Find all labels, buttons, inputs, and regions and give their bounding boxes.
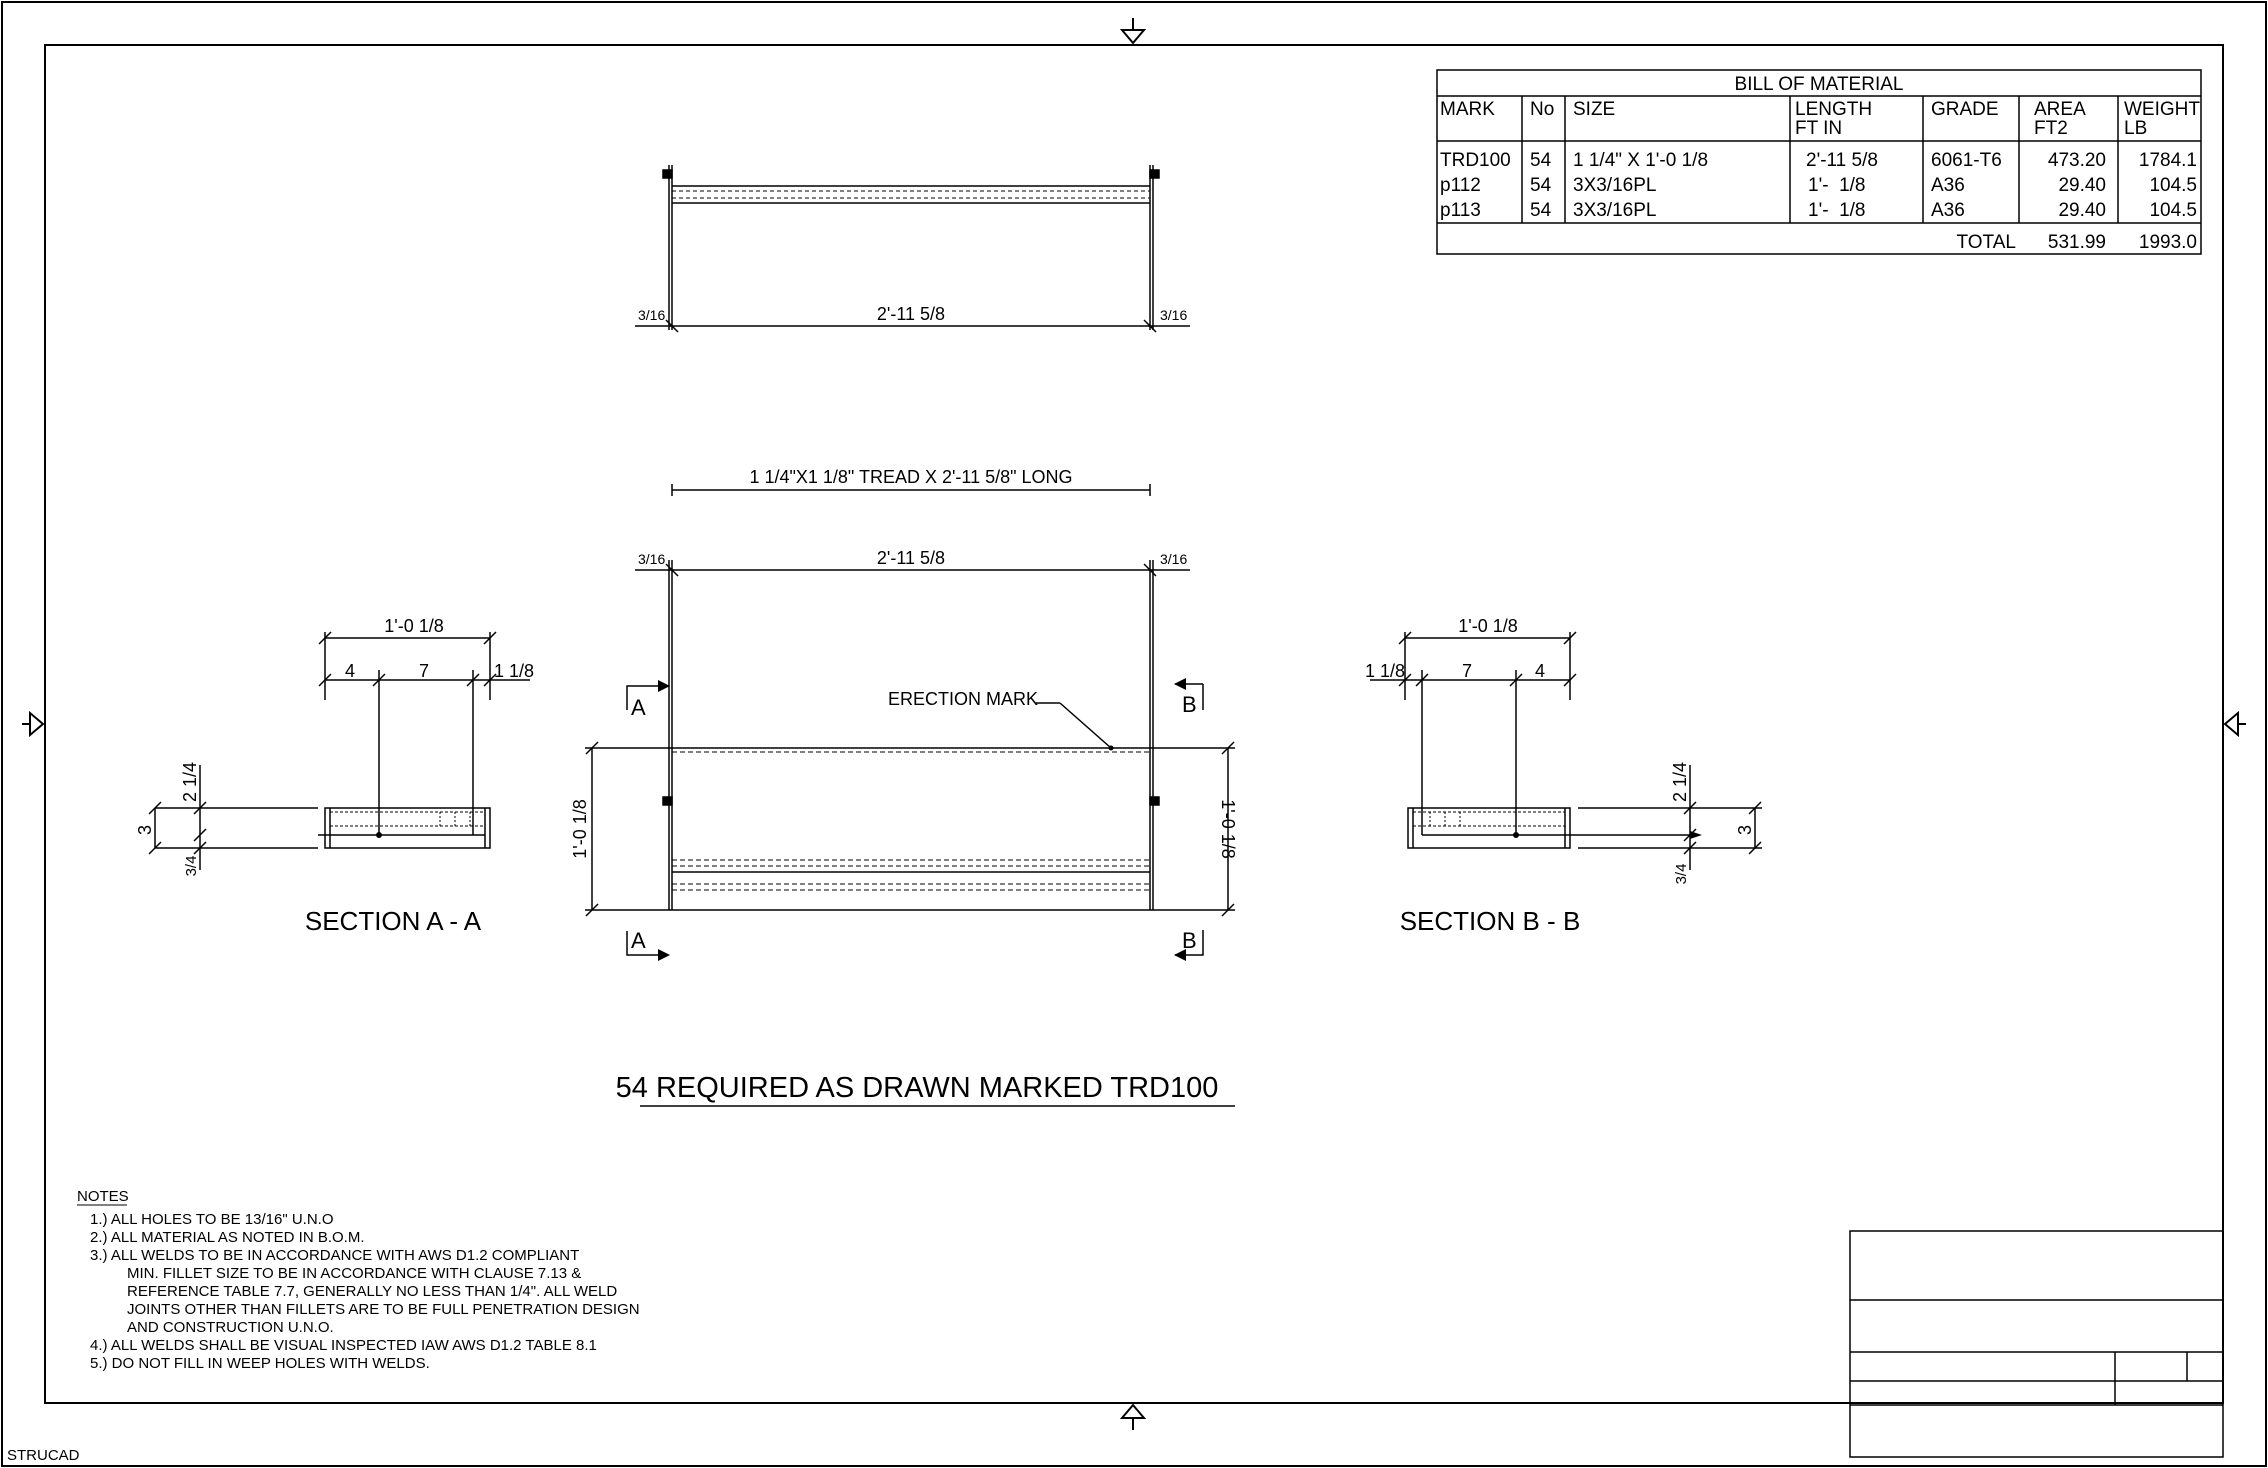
- bom-total-weight: 1993.0: [2139, 232, 2197, 253]
- section-a-dim-1: 4: [345, 661, 355, 681]
- bom-row-size: 3X3/16PL: [1573, 175, 1656, 196]
- bom-row-mark: TRD100: [1440, 150, 1511, 171]
- note-line: 2.) ALL MATERIAL AS NOTED IN B.O.M.: [90, 1229, 365, 1246]
- bom-row-grade: A36: [1931, 200, 1965, 221]
- bom-total-label: TOTAL: [1957, 232, 2016, 253]
- title-block: [1849, 1230, 2224, 1458]
- plan-view-dim-left: 3/16: [638, 551, 665, 567]
- section-a-dim-v1: 2 1/4: [180, 762, 200, 802]
- bom-row-area: 29.40: [2058, 200, 2106, 221]
- bom-title: BILL OF MATERIAL: [1735, 74, 1904, 95]
- top-view-dim-right: 3/16: [1160, 307, 1187, 323]
- cut-label-b-top: B: [1182, 692, 1197, 717]
- plan-view-side-dim-left: 1'-0 1/8: [570, 799, 590, 858]
- section-b-drawing: [1370, 631, 1762, 870]
- centering-marks: [22, 18, 2246, 1430]
- required-note: 54 REQUIRED AS DRAWN MARKED TRD100: [616, 1072, 1219, 1104]
- plan-view-tread: [585, 484, 1235, 956]
- section-b-dim-2: 7: [1462, 661, 1472, 681]
- bom-row-grade: A36: [1931, 175, 1965, 196]
- section-a-dim-overall: 1'-0 1/8: [384, 616, 443, 636]
- erection-mark-label: ERECTION MARK: [888, 689, 1038, 709]
- bom-row-size: 3X3/16PL: [1573, 200, 1656, 221]
- note-line: AND CONSTRUCTION U.N.O.: [127, 1319, 334, 1336]
- bom-row-length: 2'-11 5/8: [1806, 150, 1878, 171]
- note-line: 5.) DO NOT FILL IN WEEP HOLES WITH WELDS…: [90, 1355, 430, 1372]
- bom-row-weight: 1784.1: [2139, 150, 2197, 171]
- section-b-title: SECTION B - B: [1400, 906, 1581, 936]
- section-a-dim-2: 7: [419, 661, 429, 681]
- section-a-labels: 1'-0 1/8 4 7 1 1/8 2 1/4 3 3/4 SECTION A…: [135, 616, 534, 936]
- section-a-dim-v2: 3: [135, 825, 155, 835]
- bom-row-grade: 6061-T6: [1931, 150, 2002, 171]
- plan-view-side-dim-right: 1'-0 1/8: [1218, 799, 1238, 858]
- plan-view-dim-main: 2'-11 5/8: [877, 548, 945, 568]
- note-line: MIN. FILLET SIZE TO BE IN ACCORDANCE WIT…: [127, 1265, 581, 1282]
- footer-label: STRUCAD: [7, 1447, 80, 1464]
- bom-header-size: SIZE: [1573, 99, 1615, 120]
- note-line: 3.) ALL WELDS TO BE IN ACCORDANCE WITH A…: [90, 1247, 579, 1264]
- note-line: REFERENCE TABLE 7.7, GENERALLY NO LESS T…: [127, 1283, 617, 1300]
- bom-header-area-units: FT2: [2034, 118, 2068, 139]
- bom-row-no: 54: [1530, 150, 1552, 171]
- section-a-title: SECTION A - A: [305, 906, 482, 936]
- bom-row-length: 1'- 1/8: [1808, 175, 1866, 196]
- bom-row-no: 54: [1530, 175, 1552, 196]
- section-b-dim-v3: 3/4: [1673, 864, 1690, 885]
- bom-row-mark: p112: [1440, 175, 1481, 196]
- bill-of-material-table: [1436, 69, 2202, 255]
- section-b-arrow-tip: [1690, 831, 1702, 839]
- section-b-dim-3: 4: [1535, 661, 1545, 681]
- note-line: JOINTS OTHER THAN FILLETS ARE TO BE FULL…: [127, 1301, 640, 1318]
- bom-row-mark: p113: [1440, 200, 1481, 221]
- bom-header-no: No: [1530, 99, 1554, 120]
- bom-row-no: 54: [1530, 200, 1552, 221]
- section-b-dim-v2: 3: [1735, 825, 1755, 835]
- bom-row-length: 1'- 1/8: [1808, 200, 1866, 221]
- section-b-dim-overall: 1'-0 1/8: [1458, 616, 1517, 636]
- bom-row-area: 29.40: [2058, 175, 2106, 196]
- bom-header-length-units: FT IN: [1795, 118, 1842, 139]
- bom-row-weight: 104.5: [2149, 200, 2197, 221]
- section-b-dim-1: 1 1/8: [1365, 661, 1405, 681]
- bom-text: BILL OF MATERIAL MARK No SIZE LENGTH FT …: [1440, 74, 2200, 253]
- bom-total-area: 531.99: [2048, 232, 2106, 253]
- bom-header-weight-units: LB: [2124, 118, 2147, 139]
- notes-heading: NOTES: [77, 1188, 129, 1205]
- top-view-dims: 2'-11 5/8 3/16 3/16: [638, 304, 1187, 324]
- cut-label-a-top: A: [631, 695, 646, 720]
- top-view-dim-main: 2'-11 5/8: [877, 304, 945, 324]
- drawing-border: [44, 44, 2224, 1404]
- plan-view-cut-arrows: [658, 678, 1186, 961]
- section-a-drawing: [148, 631, 530, 870]
- plan-view-dim-right: 3/16: [1160, 551, 1187, 567]
- cut-label-a-bottom: A: [631, 928, 646, 953]
- general-notes: NOTES 1.) ALL HOLES TO BE 13/16" U.N.O 2…: [77, 1188, 640, 1372]
- note-line: 4.) ALL WELDS SHALL BE VISUAL INSPECTED …: [90, 1337, 597, 1354]
- bom-row-weight: 104.5: [2149, 175, 2197, 196]
- bom-header-weight: WEIGHT: [2124, 99, 2200, 120]
- bom-header-area: AREA: [2034, 99, 2086, 120]
- section-b-dim-v1: 2 1/4: [1670, 762, 1690, 802]
- top-view-dim-left: 3/16: [638, 307, 665, 323]
- bom-header-length: LENGTH: [1795, 99, 1872, 120]
- bom-header-grade: GRADE: [1931, 99, 1999, 120]
- cut-label-b-bottom: B: [1182, 928, 1197, 953]
- bom-row-size: 1 1/4" X 1'-0 1/8: [1573, 150, 1708, 171]
- bom-header-mark: MARK: [1440, 99, 1495, 120]
- plan-view-labels: 1 1/4"X1 1/8" TREAD X 2'-11 5/8" LONG 2'…: [570, 467, 1238, 953]
- section-a-dim-v3: 3/4: [183, 856, 200, 877]
- note-line: 1.) ALL HOLES TO BE 13/16" U.N.O: [90, 1211, 334, 1228]
- bom-row-area: 473.20: [2048, 150, 2106, 171]
- plan-view-tread-label: 1 1/4"X1 1/8" TREAD X 2'-11 5/8" LONG: [749, 467, 1072, 487]
- section-a-dim-3: 1 1/8: [494, 661, 534, 681]
- section-a-bolt: [376, 832, 382, 838]
- section-b-marks: [1513, 831, 1702, 839]
- section-b-labels: 1'-0 1/8 1 1/8 7 4 2 1/4 3 3/4 SECTION B…: [1365, 616, 1755, 936]
- section-b-bolt: [1513, 832, 1519, 838]
- top-view-tread: [635, 165, 1190, 333]
